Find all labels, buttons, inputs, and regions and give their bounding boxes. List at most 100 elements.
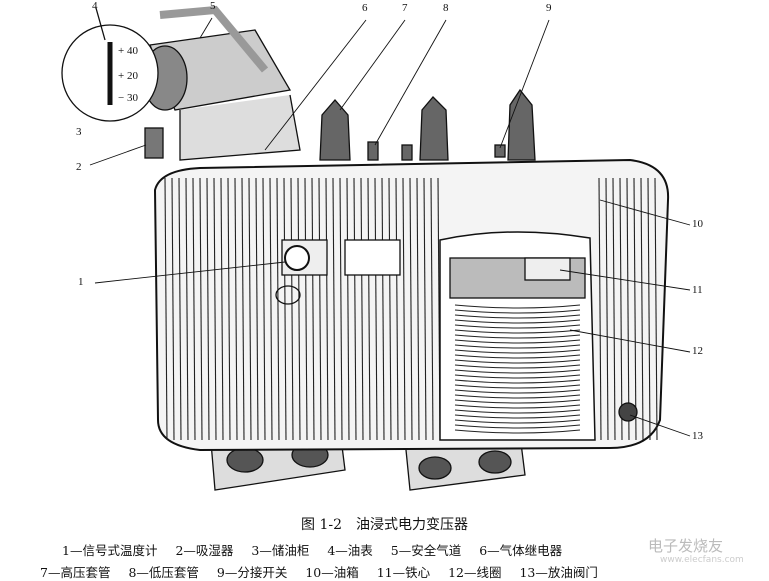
radiator-fin [402,177,406,441]
coil-winding [454,339,581,344]
callout-6: 6 [362,2,368,14]
coil-winding [454,419,581,424]
coil-winding [454,319,581,324]
coil-winding [454,369,581,374]
radiator-fin [276,177,280,441]
legend-row-1: 1—信号式温度计 2—吸湿器 3—储油柜 4—油表 5—安全气道 6—气体继电器 [62,540,576,559]
radiator-fin [318,177,322,441]
coil-winding [454,399,581,404]
radiator-fin [612,177,616,441]
coil-winding [454,374,581,379]
radiator-fin [605,177,609,441]
callout-10: 10 [692,218,703,230]
coil-winding [454,344,581,349]
radiator-fin [374,177,378,441]
coil-winding [454,314,581,319]
callout-7: 7 [402,2,408,14]
coil-winding [454,409,581,414]
radiator-fin [220,177,224,441]
legend-item: 3—储油柜 [251,543,310,558]
legend-row-2: 7—高压套管 8—低压套管 9—分接开关 10—油箱 11—铁心 12—线圈 1… [40,562,612,581]
scale-minus-30: − 30 [118,92,138,104]
radiator-fin [178,177,182,441]
callout-8: 8 [443,2,449,14]
coil-winding [454,414,581,419]
scale-plus-20: + 20 [118,70,138,82]
legend-item: 12—线圈 [448,565,502,580]
radiator-fin [647,177,651,441]
radiator-fin [213,177,217,441]
radiator-fin [269,177,273,441]
coil-winding [454,384,581,389]
scale-plus-40: + 40 [118,45,138,57]
radiator-fin [248,177,252,441]
coil-winding [454,389,581,394]
coil-winding [454,364,581,369]
radiator-fin [367,177,371,441]
thermometer [275,239,328,305]
radiator-fin [283,177,287,441]
coil-winding [454,394,581,399]
radiator-fin [290,177,294,441]
legend-item: 11—铁心 [376,565,431,580]
radiator-fin [171,177,175,441]
legend-item: 13—放油阀门 [519,565,598,580]
oil-gauge-inset [61,7,159,122]
radiator-fin [199,177,203,441]
callout-13: 13 [692,430,703,442]
radiator-fin [423,177,427,441]
coil-winding [454,304,581,309]
coil-winding [454,429,581,434]
legend-item: 9—分接开关 [216,565,288,580]
transformer-illustration [61,5,691,491]
radiator-fin [598,177,602,441]
coil-winding [454,324,581,329]
coil-winding [454,424,581,429]
coil-winding [454,379,581,384]
radiator-fin [654,177,658,441]
callout-9: 9 [546,2,552,14]
radiator-fin [346,177,350,441]
core-and-coil-cutaway [439,231,596,441]
radiator-fin [304,177,308,441]
callout-12: 12 [692,345,703,357]
radiator-fin [192,177,196,441]
radiator-fin [325,177,329,441]
radiator-fin [185,177,189,441]
bushings [319,88,536,161]
coil-winding [454,329,581,334]
radiator-fin [381,177,385,441]
radiator-fin [227,177,231,441]
leader-lines [89,17,691,437]
coil-winding [454,334,581,339]
watermark-logo: 电子发烧友 [648,537,724,555]
legend-item: 5—安全气道 [390,543,462,558]
coil-winding [454,354,581,359]
radiator-fin [360,177,364,441]
callout-3: 3 [76,126,82,138]
radiator-fin [255,177,259,441]
callout-2: 2 [76,161,82,173]
drain-valve [618,402,638,422]
radiator-fin [311,177,315,441]
radiator-fin [234,177,238,441]
conservator [142,5,301,161]
nameplate [344,239,401,276]
radiator-fin [409,177,413,441]
figure-caption: 图 1-2 油浸式电力变压器 [301,517,468,533]
coil-winding [454,349,581,354]
radiator-fin [430,177,434,441]
legend-item: 1—信号式温度计 [62,543,158,558]
callout-4: 4 [92,0,98,12]
radiator-fin [241,177,245,441]
legend-item: 6—气体继电器 [479,543,563,558]
radiator-fin [339,177,343,441]
legend-item: 4—油表 [327,543,373,558]
legend-item: 7—高压套管 [40,565,111,580]
radiator-fin [297,177,301,441]
coil-winding [454,359,581,364]
legend-item: 2—吸湿器 [175,543,234,558]
radiator-fin [619,177,623,441]
radiator-fin [206,177,210,441]
radiator-fin [640,177,644,441]
